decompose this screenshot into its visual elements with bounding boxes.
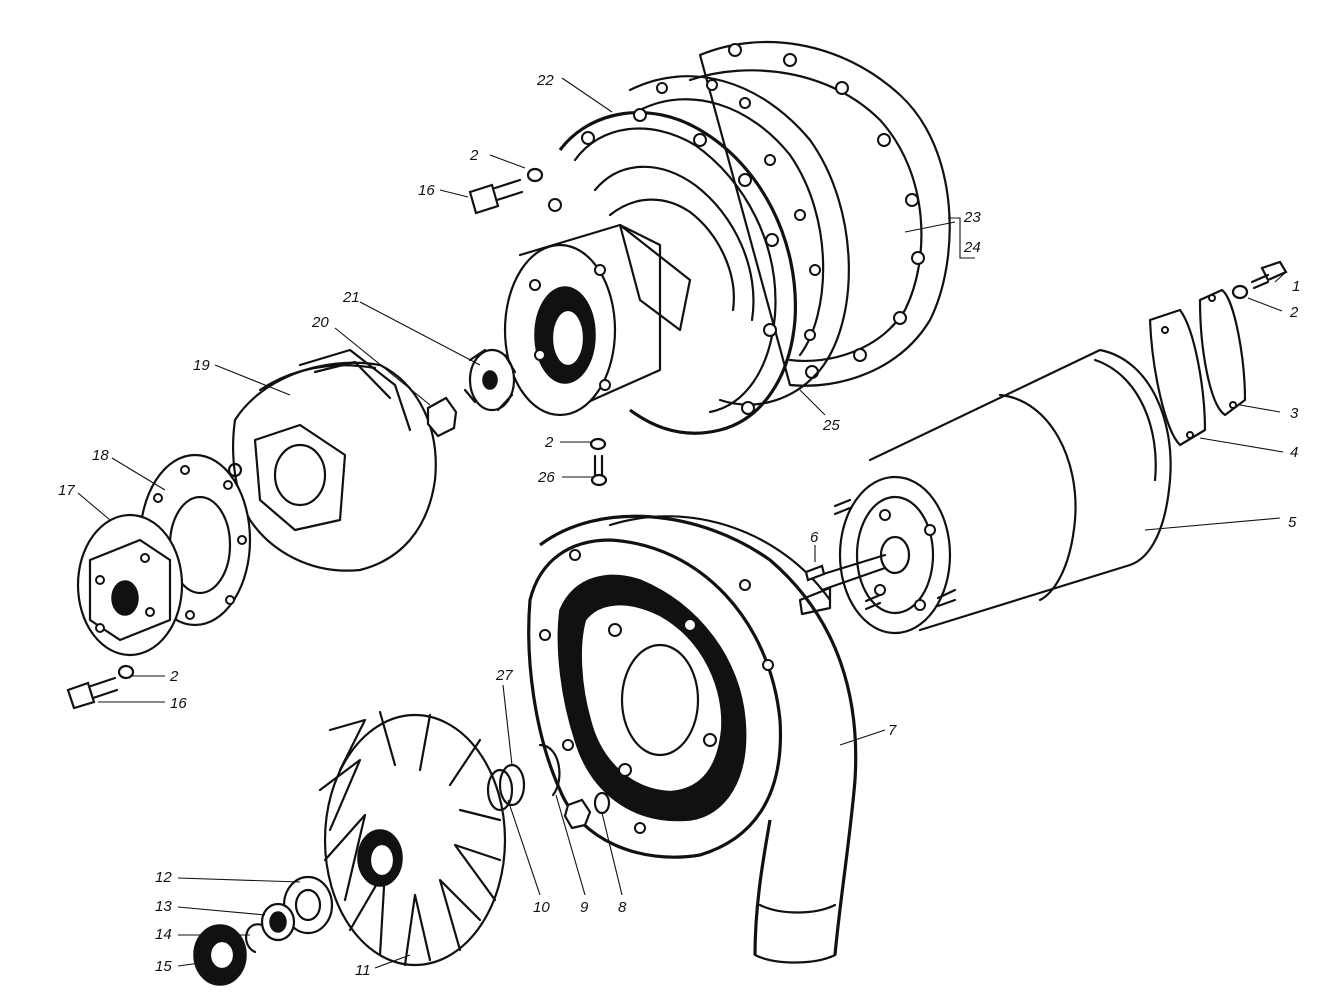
label-part-27: 27 xyxy=(495,667,513,684)
label-part-16-bottom: 16 xyxy=(170,695,187,712)
label-part-24: 24 xyxy=(963,239,981,256)
fan-guard-part-19 xyxy=(227,348,437,572)
bolt-part-16-bottom xyxy=(66,676,119,710)
leader-lines xyxy=(77,77,1287,969)
pump-housing-part-22 xyxy=(503,108,798,435)
label-part-8: 8 xyxy=(618,899,627,916)
label-part-15: 15 xyxy=(155,958,172,975)
label-part-21: 21 xyxy=(342,289,360,306)
label-part-25: 25 xyxy=(822,417,840,434)
fan-part-21 xyxy=(463,348,517,412)
nut-part-13 xyxy=(260,902,296,942)
label-part-14: 14 xyxy=(155,926,172,943)
nut-part-9 xyxy=(563,798,592,830)
label-part-17: 17 xyxy=(58,482,75,499)
circlip-part-14 xyxy=(245,923,264,954)
label-part-2-right: 2 xyxy=(1289,304,1299,321)
label-part-12: 12 xyxy=(155,869,172,886)
label-part-5: 5 xyxy=(1288,514,1297,531)
screw-part-26 xyxy=(589,437,608,487)
bolt-part-1 xyxy=(1250,260,1288,290)
label-part-3: 3 xyxy=(1290,405,1299,422)
label-part-22: 22 xyxy=(536,72,554,89)
label-part-11: 11 xyxy=(355,962,371,979)
castle-nut-part-20 xyxy=(426,396,458,438)
label-part-10: 10 xyxy=(533,899,550,916)
volute-body-part-7 xyxy=(527,514,858,964)
label-part-7: 7 xyxy=(888,722,897,739)
label-part-2-mid: 2 xyxy=(544,434,554,451)
label-part-6: 6 xyxy=(810,529,819,546)
label-part-9: 9 xyxy=(580,899,589,916)
bolt-part-16-top xyxy=(468,178,524,215)
label-part-13: 13 xyxy=(155,898,172,915)
label-part-19: 19 xyxy=(193,357,210,374)
gasket-part-25 xyxy=(628,75,850,406)
large-flange-gasket-part-23 xyxy=(688,41,951,387)
label-part-2-lower: 2 xyxy=(169,668,179,685)
label-part-4: 4 xyxy=(1290,444,1298,461)
snap-ring-part-27 xyxy=(538,743,561,797)
label-part-16-top: 16 xyxy=(418,182,435,199)
cover-plate-part-3 xyxy=(1148,288,1247,447)
label-part-26: 26 xyxy=(537,469,555,486)
washer-part-2-top xyxy=(1231,284,1249,300)
key-part-6 xyxy=(804,564,826,582)
washer-part-2-upper xyxy=(526,167,544,183)
callout-labels: 22 2 16 23 24 1 2 21 20 19 3 25 2 4 18 2… xyxy=(58,72,1300,979)
seal-part-15 xyxy=(193,924,247,986)
washer-part-2-lower xyxy=(117,664,135,680)
washer-part-8 xyxy=(593,791,611,815)
impeller-part-11 xyxy=(318,710,507,967)
label-part-18: 18 xyxy=(92,447,109,464)
label-part-20: 20 xyxy=(311,314,329,331)
label-part-23: 23 xyxy=(963,209,981,226)
electric-motor-part-5 xyxy=(798,348,1172,635)
label-part-1: 1 xyxy=(1292,278,1300,295)
bearing-cap-part-17 xyxy=(76,513,184,657)
label-part-2-upper: 2 xyxy=(469,147,479,164)
